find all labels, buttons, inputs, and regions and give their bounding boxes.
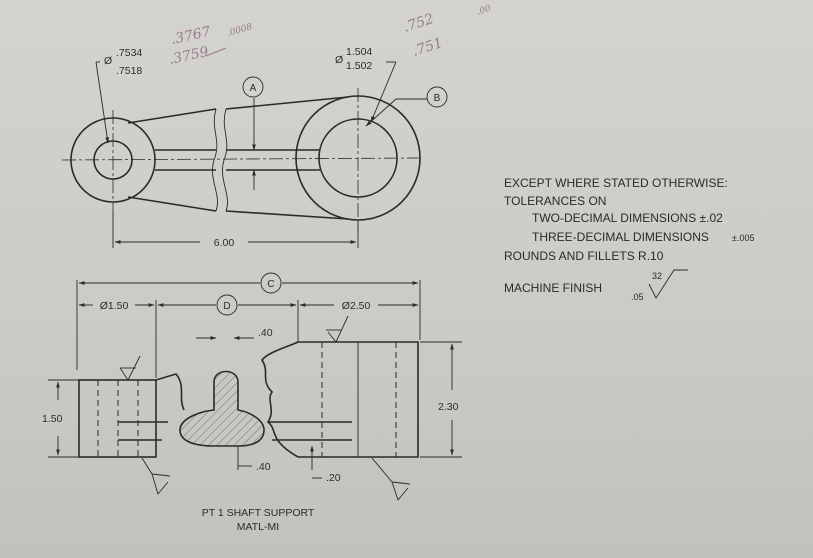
balloon-a-label: A: [250, 83, 257, 94]
machine-finish-label: MACHINE FINISH: [504, 281, 602, 295]
note-line-3: TWO-DECIMAL DIMENSIONS ±.02: [532, 211, 723, 225]
balloon-a: [242, 76, 264, 98]
large-bore-lower: 1.502: [346, 60, 372, 72]
note-line-2: TOLERANCES ON: [504, 194, 606, 208]
front-view: C Ø1.50 D Ø2.50 .40: [42, 272, 462, 501]
right-height: 2.30: [438, 401, 459, 413]
balloon-b: [426, 86, 448, 108]
web-section: [179, 370, 265, 447]
note-line-1: EXCEPT WHERE STATED OTHERWISE:: [504, 176, 728, 190]
left-height: 1.50: [42, 413, 63, 425]
balloon-b-label: B: [434, 93, 441, 104]
balloon-c-label: C: [267, 279, 274, 290]
balloon-d-label: D: [223, 301, 230, 312]
hand-right-upper: .752: [401, 11, 436, 36]
web-bottom-dim: .40: [256, 461, 271, 473]
note-line-4: THREE-DECIMAL DIMENSIONS: [532, 230, 709, 244]
web-top-dim: .40: [258, 327, 273, 339]
title-line-2: MATL-MI: [237, 521, 279, 533]
large-bore-dia-symbol: Ø: [335, 54, 343, 66]
surface-finish-icon: [648, 269, 688, 299]
hand-right-lower: .751: [410, 35, 445, 60]
small-bore-dia-symbol: Ø: [104, 55, 112, 67]
title-block: PT 1 SHAFT SUPPORT MATL-MI: [202, 507, 315, 533]
balloon-d: [216, 294, 238, 316]
left-dia: Ø1.50: [100, 300, 129, 312]
handwritten-notes: .3767 .3759 .0008 .752 .751 .00: [168, 3, 493, 67]
right-dia: Ø2.50: [342, 300, 371, 312]
center-distance: 6.00: [214, 237, 235, 249]
finish-upper-value: 32: [652, 271, 662, 281]
large-bore-upper: 1.504: [346, 46, 372, 58]
small-bore-upper: .7534: [116, 47, 142, 59]
top-view: A B Ø .7534 .7518 Ø 1.504 1.502 6.00: [61, 46, 448, 249]
offset-dim: .20: [326, 472, 341, 484]
note-line-4-tol: ±.005: [732, 233, 754, 243]
general-notes: EXCEPT WHERE STATED OTHERWISE: TOLERANCE…: [504, 176, 754, 302]
finish-lower-value: .05: [631, 292, 644, 302]
title-line-1: PT 1 SHAFT SUPPORT: [202, 507, 315, 519]
hand-left-extra: .0008: [226, 22, 254, 39]
balloon-c: [260, 272, 282, 294]
hand-right-extra: .00: [476, 3, 493, 17]
note-line-5: ROUNDS AND FILLETS R.10: [504, 249, 664, 263]
small-bore-lower: .7518: [116, 65, 142, 77]
